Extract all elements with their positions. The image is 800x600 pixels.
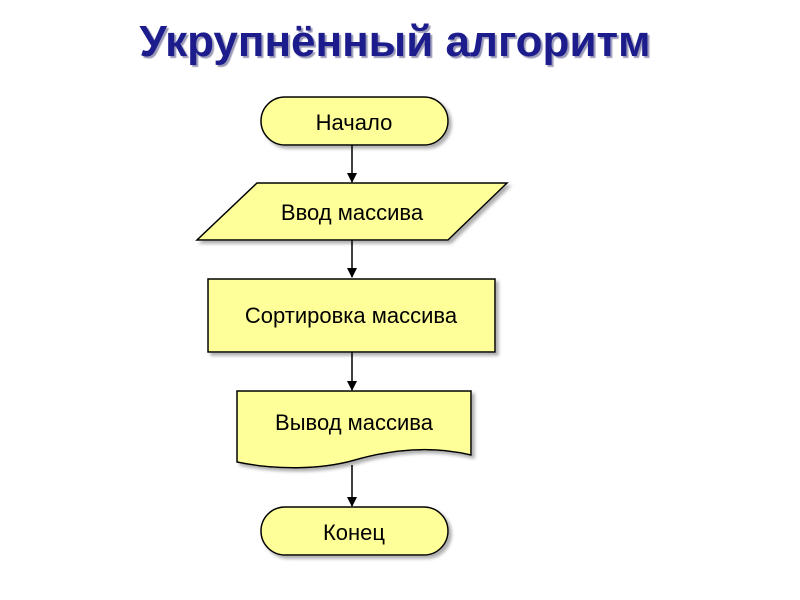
input-shape	[195, 182, 509, 241]
sort-node: Сортировка массива	[207, 278, 496, 353]
start-shape	[260, 96, 449, 146]
sort-label: Сортировка массива	[245, 303, 458, 328]
start-label: Начало	[316, 110, 393, 135]
input-node: Ввод массива	[195, 182, 509, 241]
output-shape	[236, 390, 472, 469]
output-node: Вывод массива	[236, 390, 472, 469]
slide-title: Укрупнённый алгоритм	[139, 17, 651, 66]
end-node: Конец	[260, 506, 449, 556]
end-label: Конец	[323, 520, 385, 545]
sort-shape	[207, 278, 496, 353]
start-node: Начало	[260, 96, 449, 146]
input-label: Ввод массива	[281, 200, 424, 225]
end-shape	[260, 506, 449, 556]
output-label: Вывод массива	[275, 410, 434, 435]
